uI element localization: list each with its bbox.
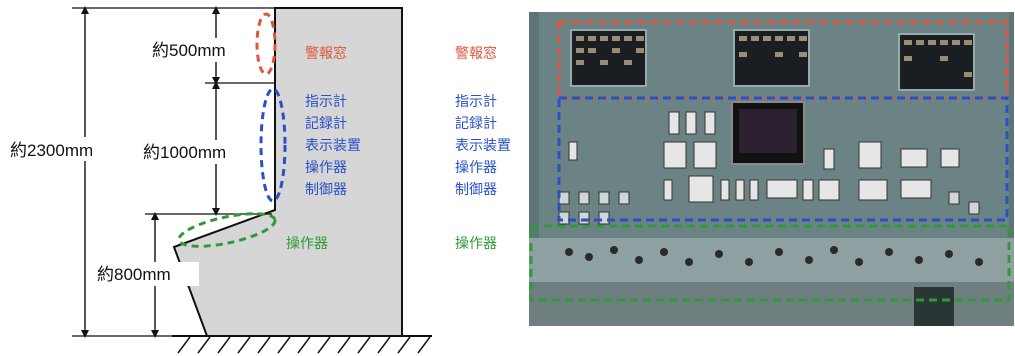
operator-zone-frame <box>529 224 1011 302</box>
right-indicator-labels: 指示計 記録計 表示装置 操作器 制御器 <box>455 94 511 198</box>
right-indicator-line: 制御器 <box>455 182 497 198</box>
console-controls <box>565 246 983 266</box>
ground-hatching <box>177 336 431 354</box>
left-indicator-line: 制御器 <box>305 182 347 198</box>
left-alarm-label: 警報窓 <box>305 45 347 62</box>
right-indicator-line: 指示計 <box>455 94 497 110</box>
dim-indicator-label: 約1000mm <box>143 143 226 162</box>
left-operator-label: 操作器 <box>286 236 328 252</box>
dim-total-label: 約2300mm <box>10 141 93 160</box>
left-indicator-line: 指示計 <box>305 94 347 110</box>
left-indicator-line: 操作器 <box>305 160 347 176</box>
indicator-instruments <box>568 111 960 203</box>
right-indicator-line: 記録計 <box>455 115 497 132</box>
indicator-zone-ellipse <box>259 87 287 203</box>
dim-alarm-label: 約500mm <box>152 41 226 60</box>
left-indicator-line: 表示装置 <box>305 138 361 154</box>
right-indicator-line: 操作器 <box>455 160 497 176</box>
right-operator-label: 操作器 <box>455 236 497 252</box>
right-indicator-line: 表示装置 <box>455 138 511 154</box>
operator-zone-ellipse <box>177 212 277 248</box>
indicator-zone-frame <box>557 96 1009 222</box>
left-indicator-labels: 指示計 記録計 表示装置 操作器 制御器 <box>305 94 361 198</box>
alarm-zone-ellipse <box>255 12 277 76</box>
right-alarm-label: 警報窓 <box>455 45 497 62</box>
left-indicator-line: 記録計 <box>305 115 347 132</box>
dim-operator-label: 約800mm <box>97 265 171 284</box>
alarm-window-blocks <box>570 29 975 91</box>
control-panel-photo <box>529 12 1014 326</box>
